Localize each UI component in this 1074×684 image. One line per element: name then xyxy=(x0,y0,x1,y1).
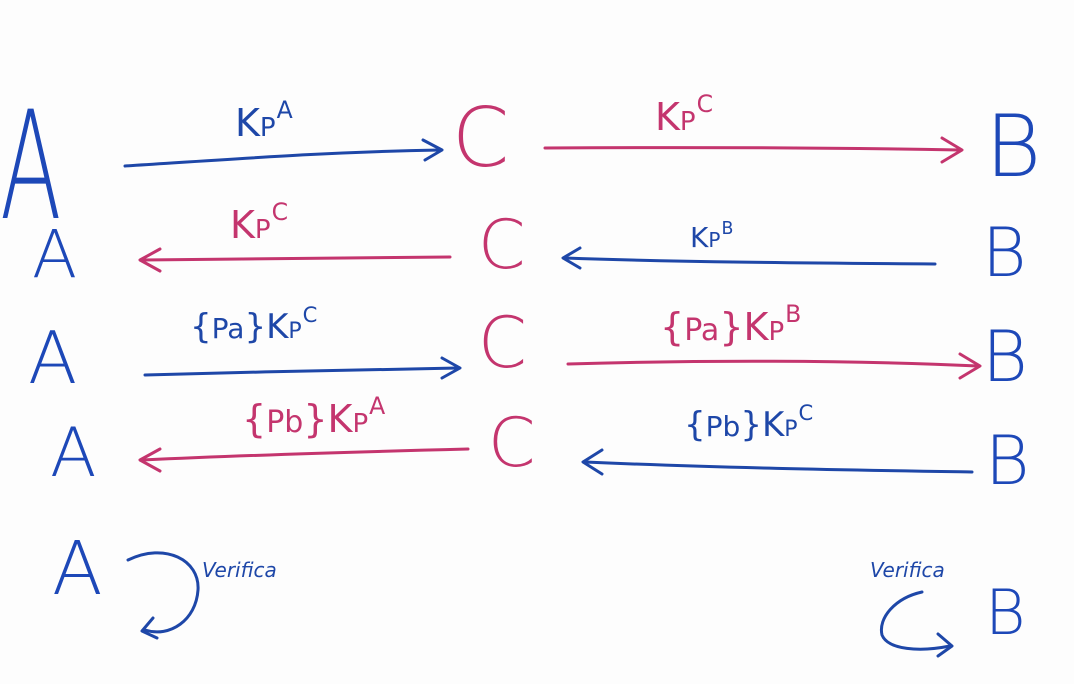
key-base: K xyxy=(327,397,353,441)
key-sup: A xyxy=(276,96,293,125)
arrow-row4-b-to-c xyxy=(581,448,974,476)
key-sub: P xyxy=(768,317,785,347)
key-sup: B xyxy=(721,218,734,239)
node-b-row4: B xyxy=(985,422,1030,501)
key-base: K xyxy=(655,95,680,139)
key-sup: A xyxy=(369,392,386,421)
key-base: K xyxy=(266,307,289,347)
msg-label-row1-right: KPC xyxy=(655,93,713,139)
msg-label-row2-right: KPB xyxy=(690,220,733,254)
node-c-row2: C xyxy=(478,206,526,285)
arrow-row1-a-to-c xyxy=(123,138,444,168)
arrow-row1-c-to-b xyxy=(543,136,964,164)
node-a-row4: A xyxy=(50,414,97,493)
brace-close: } xyxy=(740,405,762,445)
arrow-row2-b-to-c xyxy=(561,246,937,270)
msg-label-row3-right: {Pa}KPB xyxy=(660,303,801,349)
verify-label-b: Verifica xyxy=(870,558,945,582)
node-a-row2: A xyxy=(32,216,78,293)
brace-close: } xyxy=(303,397,328,441)
brace-close: } xyxy=(244,307,267,347)
node-b-row3: B xyxy=(982,316,1028,398)
arrow-row2-c-to-a xyxy=(138,247,452,273)
key-sub: P xyxy=(259,113,276,143)
node-c-row4: C xyxy=(488,404,536,483)
msg-label-row2-left: KPC xyxy=(230,201,288,247)
key-sup: C xyxy=(696,90,714,119)
payload: Pb xyxy=(705,410,741,443)
brace-open: { xyxy=(660,305,685,349)
payload: Pb xyxy=(266,405,304,440)
node-c-row1: C xyxy=(452,91,510,186)
key-base: K xyxy=(743,305,769,349)
payload: Pa xyxy=(211,312,245,345)
brace-open: { xyxy=(684,405,706,445)
key-sup: C xyxy=(798,400,814,426)
msg-label-row4-right: {Pb}KPC xyxy=(684,402,813,445)
arrow-row3-a-to-c xyxy=(143,356,462,380)
msg-label-row3-left: {Pa}KPC xyxy=(190,304,317,347)
key-sub: P xyxy=(784,417,798,442)
key-base: K xyxy=(690,221,709,254)
payload: Pa xyxy=(684,313,720,348)
node-b-verify: B xyxy=(985,576,1026,649)
brace-close: } xyxy=(719,305,744,349)
key-sup: B xyxy=(785,300,802,329)
arrow-row4-c-to-a xyxy=(138,447,470,473)
verify-loop-arrow-b xyxy=(879,590,954,658)
verify-loop-arrow-a xyxy=(126,551,200,640)
key-sub: P xyxy=(708,228,721,252)
brace-open: { xyxy=(242,397,267,441)
msg-label-row4-left: {Pb}KPA xyxy=(242,395,385,441)
key-sup: C xyxy=(302,302,318,328)
node-a-row1: A xyxy=(0,80,62,254)
brace-open: { xyxy=(190,307,212,347)
key-base: K xyxy=(761,405,785,445)
node-a-verify: A xyxy=(52,526,103,612)
key-base: K xyxy=(230,203,255,247)
node-a-row3: A xyxy=(28,316,78,400)
key-sub: P xyxy=(352,409,369,439)
arrow-row3-c-to-b xyxy=(566,352,982,380)
key-sup: C xyxy=(271,198,289,227)
msg-label-row1-left: KPA xyxy=(235,99,293,145)
key-sub: P xyxy=(254,215,271,245)
node-c-row3: C xyxy=(478,302,527,384)
node-b-row1: B xyxy=(985,97,1042,197)
verify-label-a: Verifica xyxy=(202,558,277,582)
node-b-row2: B xyxy=(982,214,1027,293)
key-sub: P xyxy=(679,107,696,137)
key-base: K xyxy=(235,101,260,145)
key-sub: P xyxy=(288,319,302,344)
